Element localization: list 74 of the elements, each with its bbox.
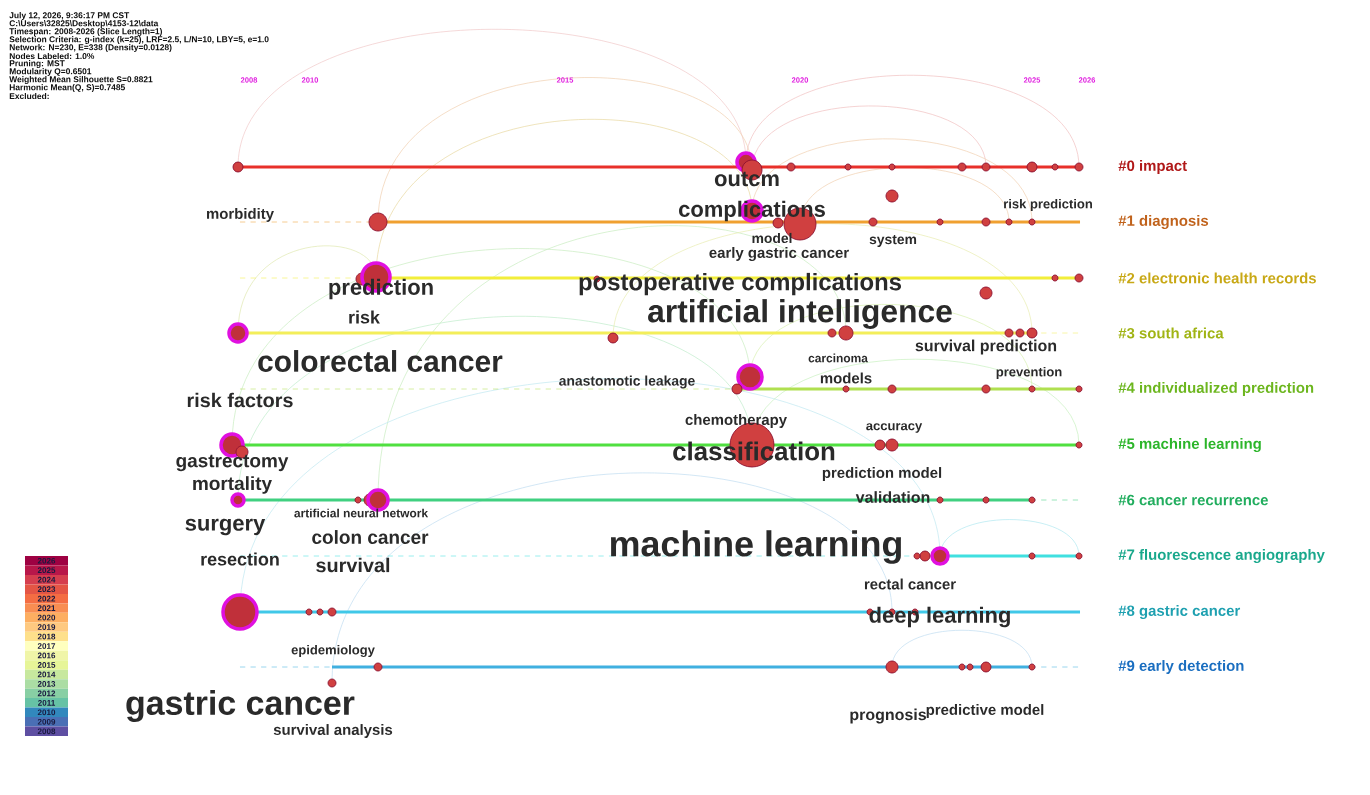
legend-entry: 2011 — [25, 698, 68, 708]
header-text: Timespan: 2008-2026 (Slice Length=1) — [9, 28, 162, 36]
legend-entry: 2008 — [25, 726, 68, 736]
keyword-label: accuracy — [866, 423, 923, 433]
keyword-label: gastric cancer — [126, 690, 355, 722]
legend-entry: 2022 — [25, 593, 68, 604]
cluster-label: #8 gastric cancer — [1118, 605, 1241, 619]
legend-entry: 2025 — [25, 565, 68, 575]
header-text: Harmonic Mean(Q, S)=0.7485 — [9, 84, 125, 92]
cluster-label: #4 individualized prediction — [1118, 382, 1314, 396]
legend-entry: 2012 — [25, 688, 68, 699]
keyword-label: risk — [349, 310, 380, 324]
keyword-label: models — [820, 372, 872, 384]
keyword-label: carcinoma — [808, 353, 868, 363]
keyword-label: surgery — [185, 518, 266, 536]
keyword-label: model — [752, 232, 792, 244]
keyword-label: system — [869, 235, 917, 247]
keyword-label: risk factors — [187, 392, 293, 408]
keyword-label: prediction — [329, 278, 433, 300]
legend-entry: 2014 — [25, 669, 68, 680]
header-text: Modularity Q=0.6501 — [9, 68, 92, 76]
cluster-label: #3 south africa — [1118, 327, 1224, 339]
keyword-label: machine learning — [611, 530, 901, 564]
keyword-label: prediction model — [822, 467, 942, 481]
legend-entry: 2023 — [25, 584, 68, 594]
cluster-label: #2 electronic health records — [1118, 272, 1316, 284]
legend-entry: 2026 — [25, 556, 68, 566]
keyword-label: gastrectomy — [176, 454, 289, 472]
keyword-label: risk prediction — [1004, 198, 1092, 212]
keyword-label: survival analysis — [273, 724, 393, 738]
keyword-label: chemotherapy — [685, 414, 787, 428]
legend-entry: 2021 — [25, 603, 68, 613]
cluster-label: #7 fluorescence angiography — [1118, 549, 1325, 563]
legend-entry: 2010 — [25, 707, 68, 718]
keyword-label: early gastric cancer — [709, 247, 849, 261]
cluster-label: #9 early detection — [1118, 660, 1244, 674]
legend-entry: 2015 — [25, 660, 68, 670]
legend-entry: 2020 — [25, 612, 68, 623]
keyword-label: morbidity — [207, 208, 274, 222]
keyword-label: predictive model — [926, 704, 1044, 718]
header-text: Network: N=230, E=338 (Density=0.0128) — [9, 44, 172, 52]
keyword-label: mortality — [193, 476, 272, 494]
keyword-label: prevention — [996, 366, 1062, 380]
keyword-label: artificial intelligence — [648, 299, 952, 329]
keyword-label: resection — [201, 552, 279, 566]
legend-entry: 2019 — [25, 622, 68, 632]
cluster-label: #0 impact — [1118, 160, 1187, 174]
header-text: Pruning: MST — [9, 60, 65, 68]
keyword-label: postoperative complications — [579, 272, 901, 296]
legend-entry: 2017 — [25, 641, 68, 651]
header-text: Selection Criteria: g-index (k=25), LRF=2.5, L/N=10, LBY=5, e=1.0 — [9, 36, 269, 44]
header-text: July 12, 2026, 9:36:17 PM CST — [9, 12, 130, 20]
keyword-label: survival prediction — [915, 339, 1057, 355]
header-text: Excluded: — [9, 92, 49, 100]
keyword-label: prognosis — [850, 708, 926, 724]
keyword-label: rectal cancer — [864, 578, 956, 590]
legend-entry: 2013 — [25, 679, 68, 689]
header-text: C:\Users\32825\Desktop\4153-12\data — [9, 20, 159, 28]
keyword-label: survival — [316, 557, 390, 573]
keyword-label: colon cancer — [312, 530, 429, 544]
keyword-label: artificial neural network — [294, 508, 429, 518]
legend-entry: 2024 — [25, 574, 68, 585]
cluster-label: #1 diagnosis — [1118, 215, 1209, 229]
legend-entry: 2016 — [25, 650, 68, 661]
header-text: Weighted Mean Silhouette S=0.8821 — [9, 76, 153, 84]
header-text: Nodes Labeled: 1.0% — [9, 52, 95, 60]
legend-entry: 2009 — [25, 717, 68, 727]
legend-entry: 2018 — [25, 631, 68, 642]
keyword-label: epidemiology — [291, 644, 375, 658]
keyword-label: anastomotic leakage — [559, 375, 695, 389]
cluster-label: #6 cancer recurrence — [1118, 494, 1268, 506]
keyword-label: outcm — [714, 171, 779, 187]
keyword-label: colorectal cancer — [258, 350, 503, 372]
cluster-label: #5 machine learning — [1118, 438, 1261, 452]
